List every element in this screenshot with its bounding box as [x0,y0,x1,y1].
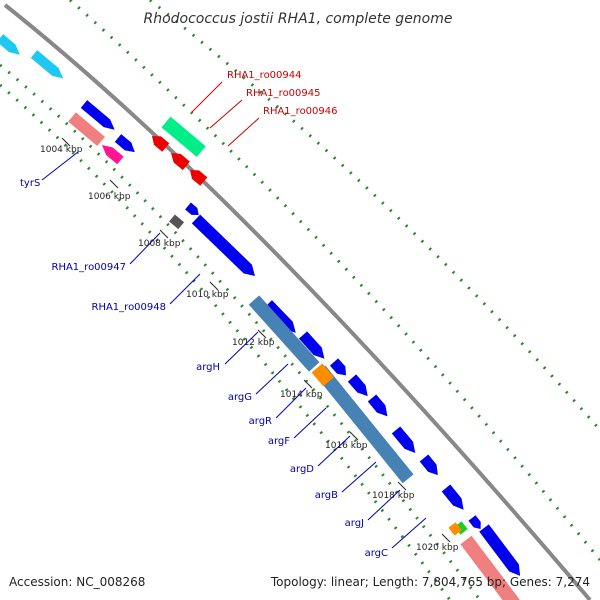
gene-feature-22 [479,524,521,576]
tick-mark-7 [397,481,407,491]
tick-label-4: 1012 kbp [232,338,275,348]
gene-feature-8 [171,153,190,171]
tick-mark-5 [303,379,313,389]
dotted-track-1 [0,63,482,600]
gene-label-rha1-ro00948: RHA1_ro00948 [92,302,167,313]
tick-mark-8 [441,533,451,543]
gene-feature-3 [114,134,135,153]
tick-mark-4 [257,329,267,339]
tick-mark-3 [209,281,219,291]
gene-feature-14 [298,331,325,359]
gene-feature-4 [68,112,105,147]
gene-feature-12 [191,214,255,276]
gene-feature-5 [102,145,124,165]
genome-backbone [3,3,592,600]
gene-leader-1 [209,99,243,129]
gene-feature-24 [314,365,414,484]
tick-mark-1 [109,179,119,189]
gene-feature-15 [329,358,347,376]
gene-feature-26 [454,521,468,535]
gene-leader-6 [224,331,259,365]
tick-label-8: 1020 kbp [416,543,459,553]
gene-feature-0 [0,34,20,55]
gene-leader-7 [255,363,289,395]
gene-label-argc: argC [365,548,388,559]
gene-label-argh: argH [196,362,220,373]
gene-leader-8 [275,387,307,419]
gene-feature-27 [448,522,462,536]
tick-layer: 1004 kbp 1006 kbp 1008 kbp 1010 kbp 1012 kbp… [40,137,459,553]
gene-feature-13 [264,300,296,333]
dotted-track-3 [149,0,600,431]
gene-label-argf: argF [268,436,290,447]
gene-label-argj: argJ [345,518,364,529]
gene-feature-19 [419,454,438,476]
gene-leader-9 [293,407,327,439]
gene-feature-28 [460,535,520,600]
summary-text: Topology: linear; Length: 7,804,765 bp; … [270,575,590,589]
gene-feature-2 [80,100,115,130]
gene-feature-23 [248,295,320,372]
gene-label-rha1-ro00944: RHA1_ro00944 [227,70,302,81]
gene-label-rha1-ro00945: RHA1_ro00945 [246,88,321,99]
gene-leader-11 [341,461,377,493]
tick-mark-6 [349,431,359,441]
gene-leader-13 [391,517,427,549]
gene-label-rha1-ro00947: RHA1_ro00947 [52,262,127,273]
gene-feature-17 [367,394,388,417]
gene-leader-5 [169,273,201,305]
gene-label-argr: argR [249,416,272,427]
tick-label-6: 1016 kbp [325,441,368,451]
map-title: Rhodococcus jostii RHA1, complete genome [143,11,452,27]
gene-feature-1 [30,50,64,79]
gene-label-argd: argD [290,464,314,475]
dotted-track-0 [69,0,600,561]
gene-feature-21 [468,515,481,530]
gene-leader-3 [41,151,79,181]
tick-label-2: 1008 kbp [138,239,181,249]
gene-feature-7 [152,136,170,152]
tick-mark-2 [159,229,169,239]
gene-feature-16 [347,374,368,397]
tick-label-1: 1006 kbp [88,192,131,202]
gene-label-argg: argG [228,392,252,403]
tick-label-5: 1014 kbp [280,390,323,400]
gene-label-argb: argB [315,490,338,501]
gene-leader-2 [227,117,260,147]
dotted-track-2 [0,83,452,600]
gene-feature-11 [185,202,199,215]
gene-leader-10 [317,435,351,467]
features-layer [0,34,521,600]
tick-label-3: 1010 kbp [186,290,229,300]
gene-leader-12 [367,489,401,521]
gene-feature-9 [190,170,208,186]
accession-text: Accession: NC_008268 [9,575,145,589]
gene-label-rha1-ro00946: RHA1_ro00946 [263,106,338,117]
gene-feature-18 [391,426,416,453]
tick-mark-0 [61,137,71,147]
gene-label-tyrs: tyrS [20,178,40,189]
gene-feature-25 [311,363,334,387]
gene-leader-4 [129,232,161,265]
gene-feature-20 [441,484,464,510]
gene-feature-10 [169,214,185,230]
gene-leader-0 [191,81,223,113]
tick-label-0: 1004 kbp [40,145,83,155]
gene-feature-6 [161,116,206,157]
